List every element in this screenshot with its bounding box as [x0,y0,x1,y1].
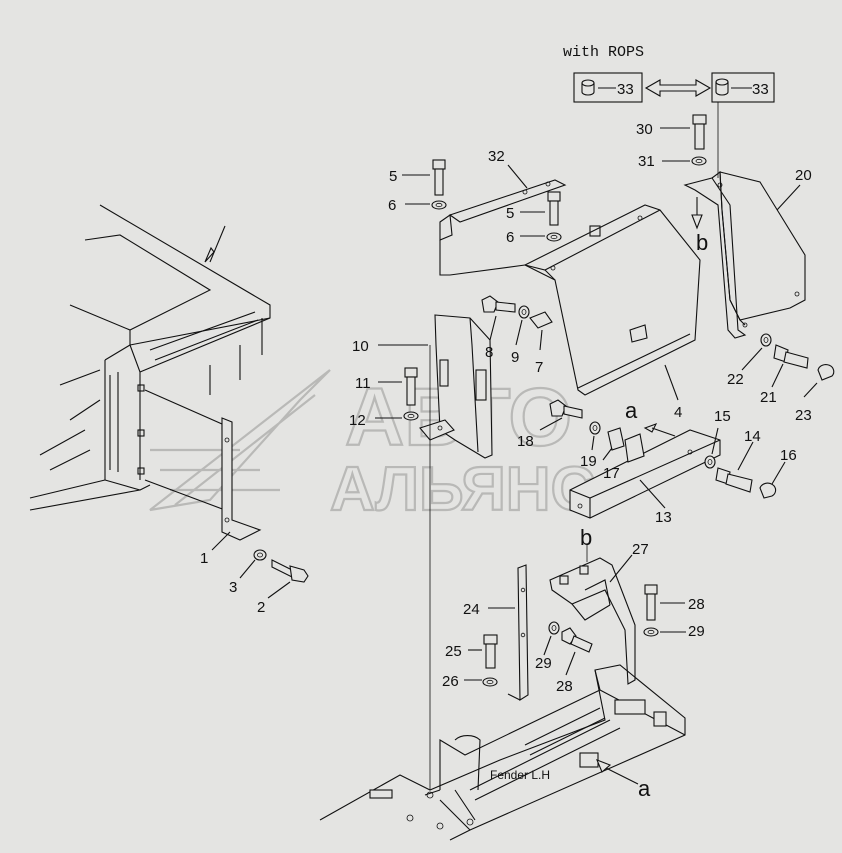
part-12-washer [375,411,419,421]
part-11-bolt [378,367,418,406]
callout-14: 14 [744,428,761,445]
part-28-bolt-right [644,584,685,621]
part-20-rops-cover [683,170,806,339]
part-10-side-plate [378,314,493,459]
part-7-clip [529,311,553,351]
ref-b-arrow-top [691,197,703,230]
part-17-clip [602,427,645,463]
callout-16: 16 [780,447,797,464]
part-15-washer [704,427,719,469]
callout-33-right: 33 [752,81,769,98]
part-23-cap [803,364,835,398]
callout-29-right: 29 [688,623,705,640]
rops-label: with ROPS [563,44,644,61]
part-16-cap [759,461,786,499]
callout-27: 27 [632,541,649,558]
ref-letter-b-middle: b [580,525,592,550]
callout-11: 11 [355,375,371,392]
callout-5-upper: 5 [389,168,397,185]
small-bracket-12 [419,419,455,441]
part-30-bolt [660,114,707,150]
part-5-bolt-lower [520,191,561,226]
double-arrow-icon [644,79,712,97]
rops-part-box-left: 33 [573,72,643,103]
callout-33-left: 33 [617,81,634,98]
fender-base: Fender L.H [319,345,686,841]
part-22-washer [741,333,772,371]
part-2-bolt [267,559,309,599]
callout-3: 3 [229,579,237,596]
part-5-bolt-upper [402,159,446,196]
fender-label: Fender L.H [490,768,550,782]
callout-22: 22 [727,371,744,388]
callout-28-right: 28 [688,596,705,613]
callout-23: 23 [795,407,812,424]
reference-letters: a a b b [580,230,708,801]
callout-6-lower: 6 [506,229,514,246]
callout-5-lower: 5 [506,205,514,222]
part-1-bracket [211,417,262,551]
callout-2: 2 [257,599,265,616]
part-6-washer-upper [405,200,447,210]
callout-4: 4 [674,404,682,421]
part-29-washer-left [543,621,560,656]
part-28-bolt-left [561,627,593,676]
part-25-bolt [468,634,498,669]
callout-7: 7 [535,359,543,376]
callout-15: 15 [714,408,731,425]
callout-21: 21 [760,389,777,406]
part-32-bar [439,164,567,241]
callout-labels: 1 2 3 4 5 5 6 6 7 8 9 10 11 12 13 14 15 … [200,121,812,695]
callout-10: 10 [352,338,369,355]
part-4-cover-panel [439,204,701,401]
part-18-bolt [539,399,583,431]
callout-18: 18 [517,433,534,450]
ref-letter-a-bottom: a [638,776,651,801]
callout-1: 1 [200,550,208,567]
part-19-washer [589,421,601,451]
ref-a-arrow-bottom [595,759,639,785]
part-27-bracket [549,554,636,685]
callout-13: 13 [655,509,672,526]
callout-24: 24 [463,601,480,618]
machine-frame-left [29,204,271,511]
part-26-washer [464,677,498,687]
ref-letter-b-top: b [696,230,708,255]
part-9-washer [515,305,530,346]
part-21-bolt [771,344,809,388]
part-31-washer [662,156,707,166]
callout-25: 25 [445,643,462,660]
callout-6-upper: 6 [388,197,396,214]
callout-17: 17 [603,465,620,482]
part-3-washer [239,549,267,579]
callout-31: 31 [638,153,655,170]
callout-8: 8 [485,344,493,361]
ref-letter-a-top: a [625,398,638,423]
part-8-bolt [481,295,516,341]
callout-20: 20 [795,167,812,184]
callout-29-left: 29 [535,655,552,672]
watermark-logo-icon [149,369,331,512]
part-6-washer-lower [520,232,562,242]
part-24-stay [488,564,529,701]
callout-9: 9 [511,349,519,366]
callout-30: 30 [636,121,653,138]
callout-28-left: 28 [556,678,573,695]
callout-26: 26 [442,673,459,690]
callout-32: 32 [488,148,505,165]
part-14-bolt [715,441,754,493]
rops-part-box-right: 33 [711,72,775,103]
watermark-line-2: АЛЬЯНС [330,455,595,524]
callout-12: 12 [349,412,366,429]
ref-a-arrow-top [643,423,676,437]
part-13-step-plate [569,429,721,519]
callout-19: 19 [580,453,597,470]
part-29-washer-right [643,627,686,637]
